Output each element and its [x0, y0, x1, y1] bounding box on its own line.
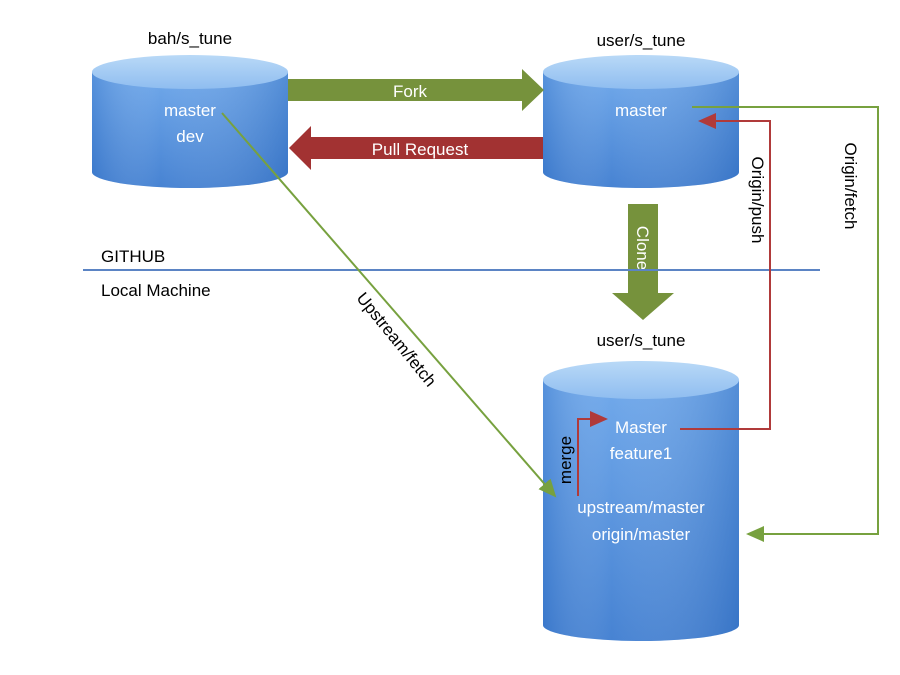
upstream-repo-title: bah/s_tune [148, 29, 232, 48]
upstream-branch-master: master [164, 101, 216, 120]
origin-push-label: Origin/push [748, 157, 767, 244]
origin-fetch-line [692, 106, 879, 542]
merge-line [577, 411, 608, 496]
origin-push-line [680, 113, 771, 430]
local-machine-zone-label: Local Machine [101, 281, 211, 300]
clone-arrow-label: Clone [633, 226, 652, 270]
local-repo-cylinder [543, 361, 739, 641]
local-remote-upstream-master: upstream/master [577, 498, 705, 517]
fork-branch-master: master [615, 101, 667, 120]
origin-fetch-label: Origin/fetch [841, 143, 860, 230]
clone-arrow [612, 204, 674, 320]
merge-label: merge [556, 436, 575, 484]
upstream-repo-cylinder [92, 55, 288, 188]
fork-repo-cylinder [543, 55, 739, 188]
fork-arrow [288, 69, 544, 111]
fork-arrow-label: Fork [393, 82, 428, 101]
fork-repo-title: user/s_tune [597, 31, 686, 50]
local-remote-origin-master: origin/master [592, 525, 691, 544]
pull-request-arrow [289, 126, 543, 170]
upstream-fetch-line [221, 112, 557, 498]
local-branch-feature1: feature1 [610, 444, 672, 463]
upstream-fetch-label: Upstream/fetch [353, 289, 440, 391]
upstream-branch-dev: dev [176, 127, 204, 146]
pull-request-arrow-label: Pull Request [372, 140, 469, 159]
github-zone-label: GITHUB [101, 247, 165, 266]
local-repo-title: user/s_tune [597, 331, 686, 350]
local-branch-master: Master [615, 418, 667, 437]
